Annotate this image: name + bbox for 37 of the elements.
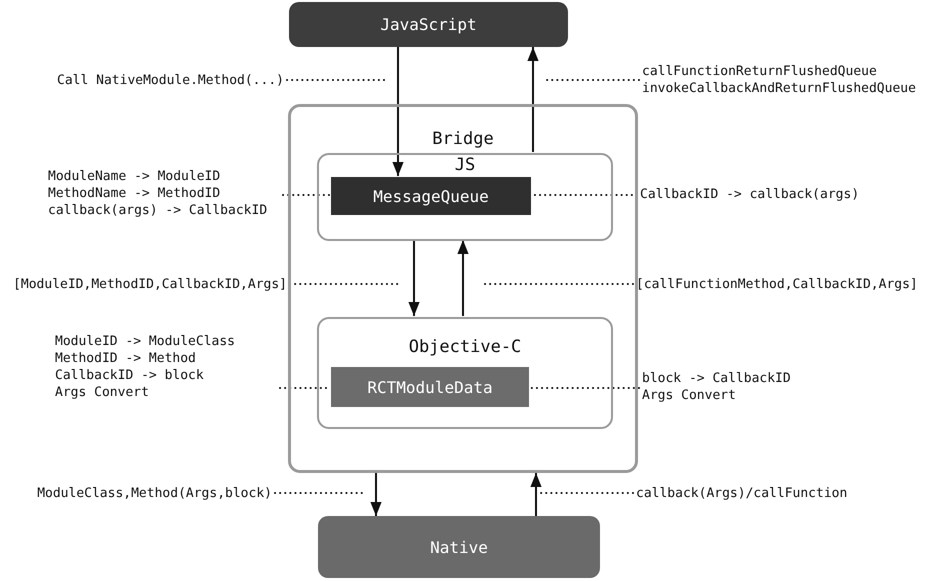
process-box: Native (318, 516, 600, 578)
annotation-text: ModuleName -> ModuleID (48, 168, 222, 185)
process-box: JavaScript (289, 2, 568, 47)
annotation-text: [callFunctionMethod,CallbackID,Args] (636, 276, 919, 293)
group-box (317, 153, 613, 241)
arrow (527, 47, 539, 152)
arrow (392, 47, 404, 176)
leader-line (539, 492, 634, 494)
leader-line (483, 283, 634, 285)
process-box: RCTModuleData (331, 367, 529, 407)
annotation-text: MethodID -> Method (55, 350, 197, 367)
arrow (370, 473, 382, 516)
annotation-text: [ModuleID,MethodID,CallbackID,Args] (12, 276, 287, 293)
annotation-text: block -> CallbackID (642, 370, 792, 387)
group-title: JS (454, 155, 476, 175)
annotation-text: callback(Args)/callFunction (636, 485, 848, 502)
arrow (457, 240, 469, 316)
arrow (408, 240, 420, 316)
annotation-text: Call NativeModule.Method(...) (56, 72, 284, 89)
group-title: Objective-C (408, 337, 522, 357)
leader-line (274, 492, 363, 494)
annotation-text: callback(args) -> CallbackID (48, 202, 268, 219)
annotation-text: invokeCallbackAndReturnFlushedQueue (642, 80, 917, 97)
annotation-text: ModuleClass,Method(Args,block) (36, 485, 272, 502)
annotation-text: MethodName -> MethodID (48, 185, 222, 202)
group-box (288, 104, 638, 473)
annotation-text: Args Convert (55, 384, 150, 401)
annotation-text: CallbackID -> callback(args) (640, 186, 860, 203)
leader-line (282, 194, 331, 196)
arrow (530, 473, 542, 516)
group-title: Bridge (432, 129, 494, 149)
annotation-text: CallbackID -> block (55, 367, 205, 384)
process-box: MessageQueue (331, 177, 531, 215)
annotation-text: Args Convert (642, 387, 737, 404)
annotation-text: ModuleID -> ModuleClass (55, 333, 236, 350)
annotation-text: callFunctionReturnFlushedQueue (642, 63, 878, 80)
group-box (317, 317, 613, 429)
